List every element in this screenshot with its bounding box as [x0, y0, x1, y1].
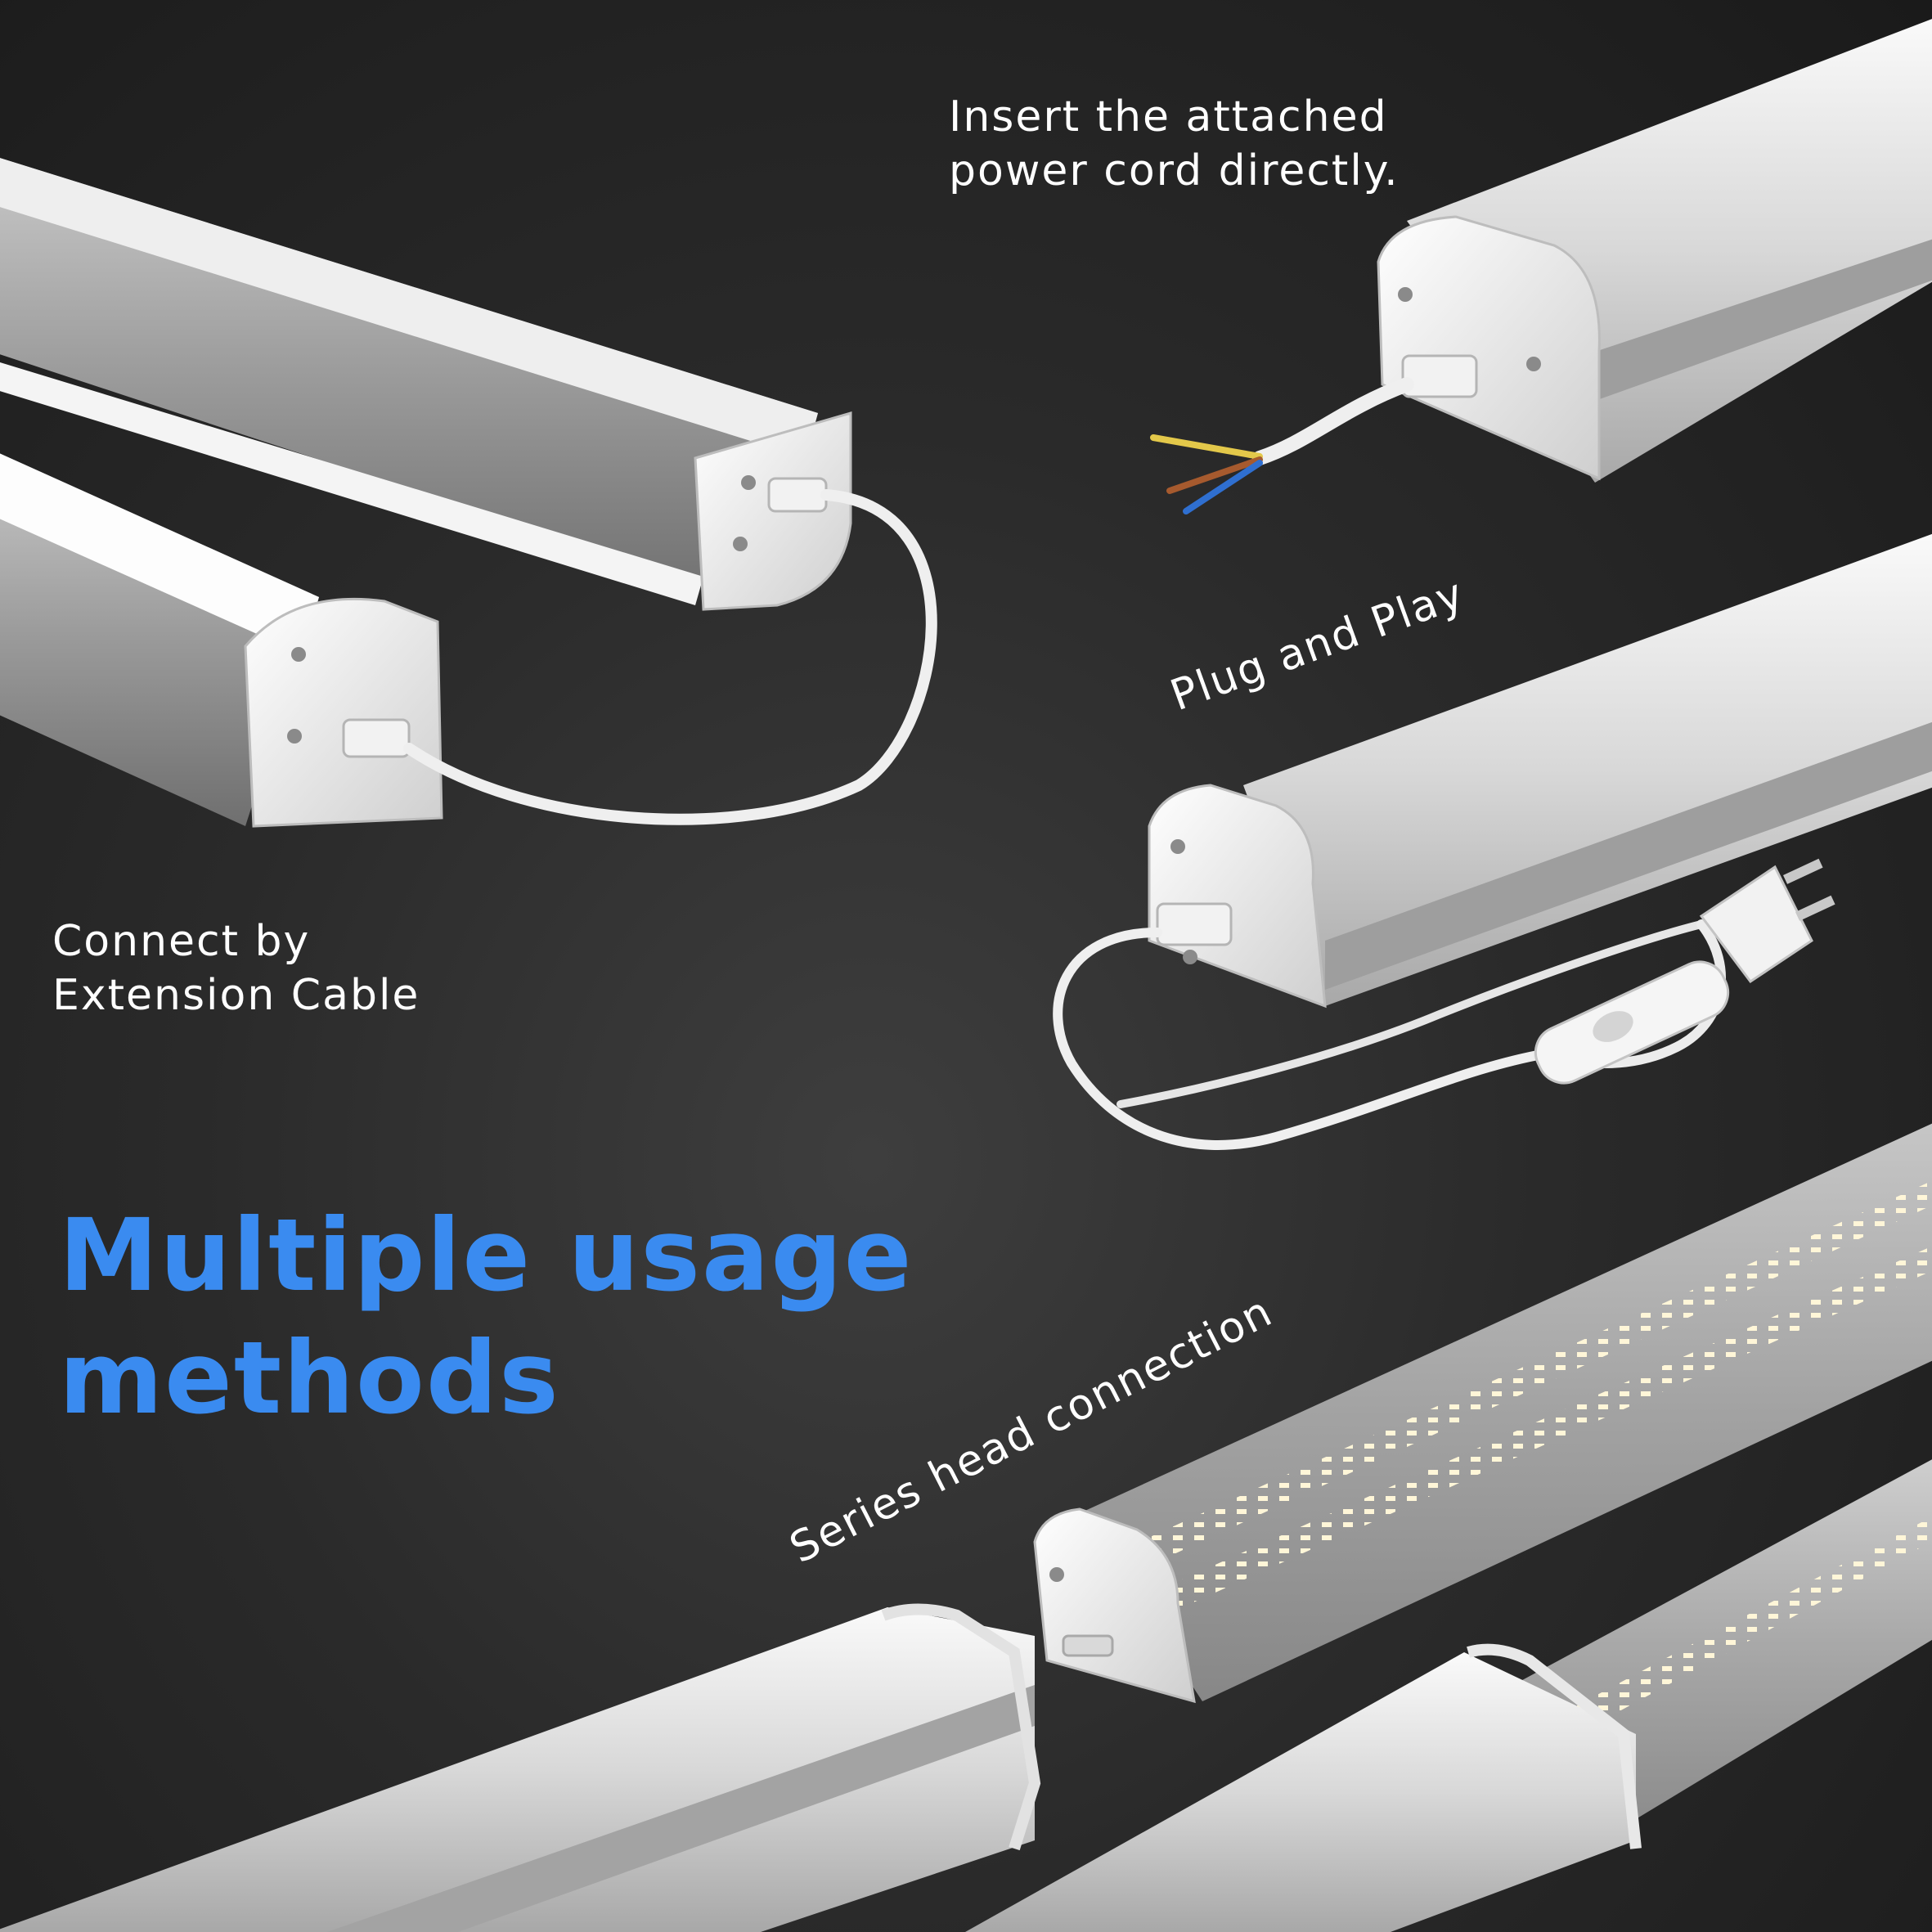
plug-cord-with-switch	[1053, 858, 1835, 1150]
bare-wire-power-cord	[1150, 377, 1414, 514]
light-fixture-mid-left	[0, 453, 443, 828]
light-fixture-top-left	[0, 158, 852, 611]
light-fixture-bottom-right	[965, 1459, 1932, 1932]
extension-cable	[403, 489, 937, 825]
light-fixture-series-clear	[1033, 1123, 1932, 1704]
headline: Multiple usage methods	[59, 1197, 914, 1436]
label-direct-power-cord: Insert the attached power cord directly.	[949, 92, 1400, 195]
label-extension-cable: Connect by Extension Cable	[52, 917, 420, 1020]
light-fixture-plug-and-play	[1148, 533, 1932, 1009]
light-fixture-bottom-left	[0, 1603, 1041, 1932]
light-fixture-top-right	[1377, 19, 1932, 483]
